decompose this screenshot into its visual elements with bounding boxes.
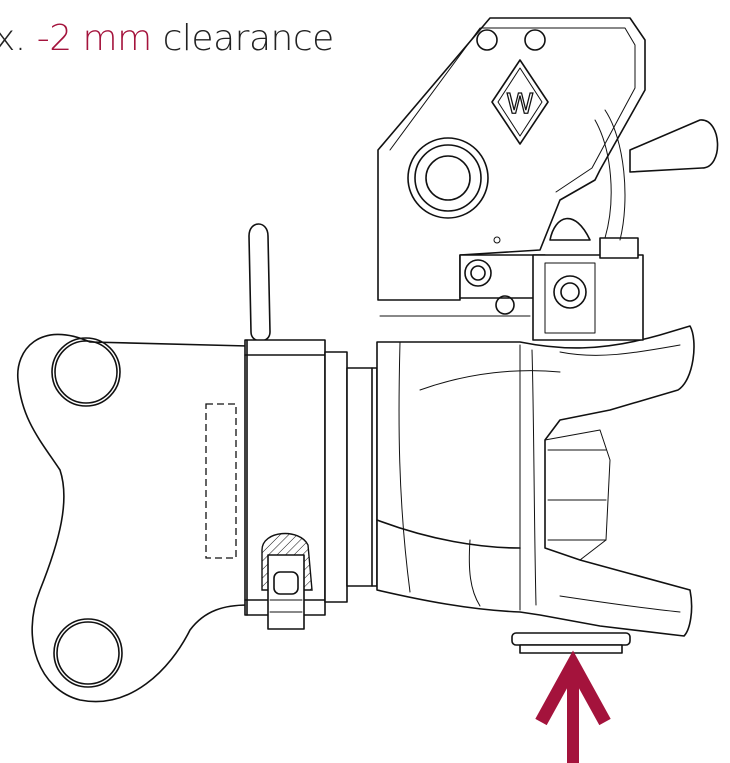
section-bolt xyxy=(261,532,313,630)
hidden-slot xyxy=(205,403,237,559)
caption-prefix: x. xyxy=(0,18,26,59)
caption-suffix: clearance xyxy=(162,18,335,59)
coupling-housing xyxy=(376,325,695,637)
safety-lever xyxy=(248,223,271,342)
clearance-arrow-icon xyxy=(535,650,611,763)
w-logo: W xyxy=(491,59,549,145)
flange-plate xyxy=(17,333,249,703)
coupling-ball xyxy=(511,632,631,654)
clearance-value: -2 mm xyxy=(36,18,152,59)
w-logo-letter: W xyxy=(506,87,534,120)
upper-jaw xyxy=(377,17,719,341)
clearance-caption: x. -2 mm clearance xyxy=(0,18,334,59)
